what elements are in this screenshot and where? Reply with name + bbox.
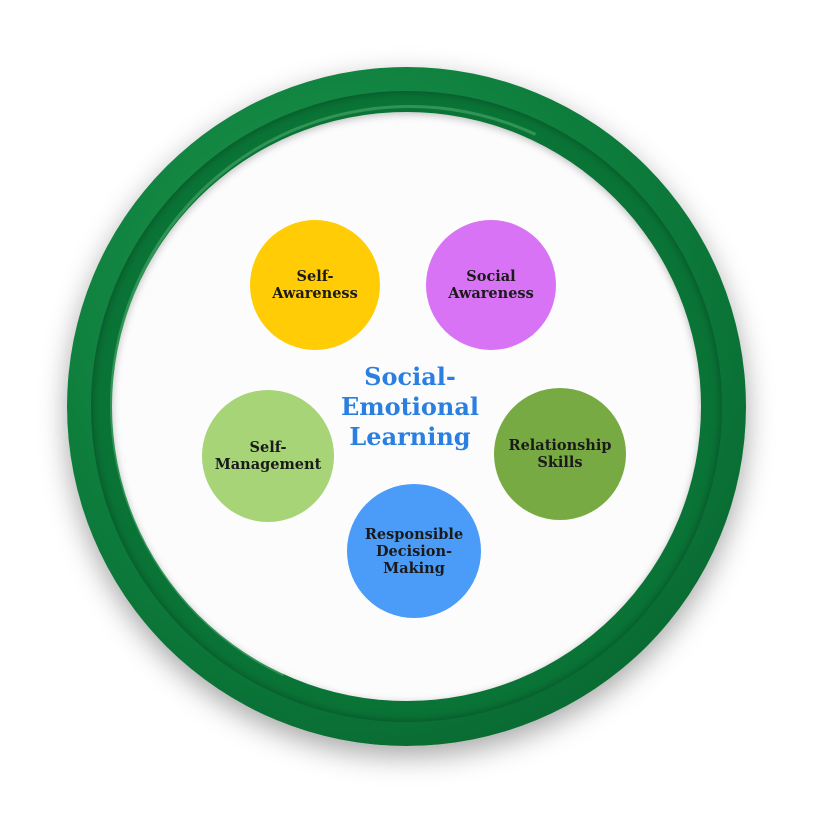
node-label-social-awareness: Social Awareness (448, 268, 534, 302)
node-label-relationship-skills: Relationship Skills (508, 437, 612, 471)
node-label-self-management: Self- Management (214, 439, 322, 473)
node-responsible-decision-making: Responsible Decision- Making (347, 484, 481, 618)
node-relationship-skills: Relationship Skills (494, 388, 626, 520)
center-title: Social- Emotional Learning (340, 362, 480, 451)
node-label-self-awareness: Self- Awareness (272, 268, 358, 302)
node-label-responsible-decision-making: Responsible Decision- Making (364, 525, 464, 577)
node-social-awareness: Social Awareness (426, 220, 556, 350)
node-self-awareness: Self- Awareness (250, 220, 380, 350)
node-self-management: Self- Management (202, 390, 334, 522)
